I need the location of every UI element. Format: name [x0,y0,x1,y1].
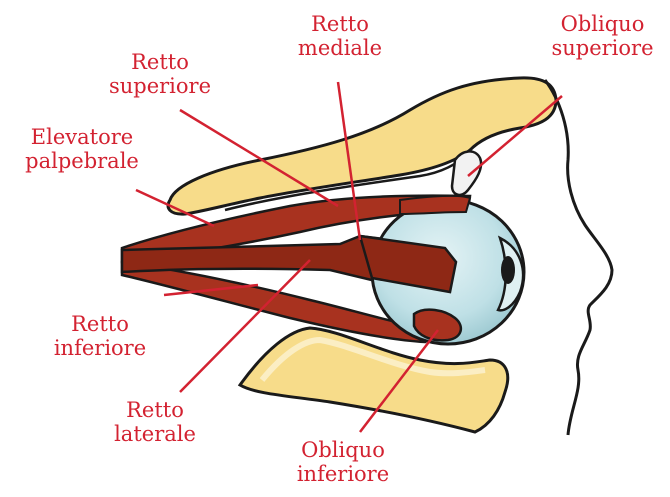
lower-orbital-bone [240,328,508,432]
label-retto-inferiore: Retto inferiore [40,312,160,360]
label-elevatore-palpebrale: Elevatore palpebrale [12,125,152,173]
face-profile [545,80,612,435]
superior-rectus-insertion [400,196,470,214]
label-obliquo-superiore: Obliquo superiore [540,12,665,60]
label-retto-laterale: Retto laterale [95,398,215,446]
label-obliquo-inferiore: Obliquo inferiore [278,438,408,486]
pupil [501,256,515,284]
label-retto-superiore: Retto superiore [95,50,225,98]
trochlea [452,151,481,195]
label-retto-mediale: Retto mediale [280,12,400,60]
upper-orbital-bone [168,78,556,214]
